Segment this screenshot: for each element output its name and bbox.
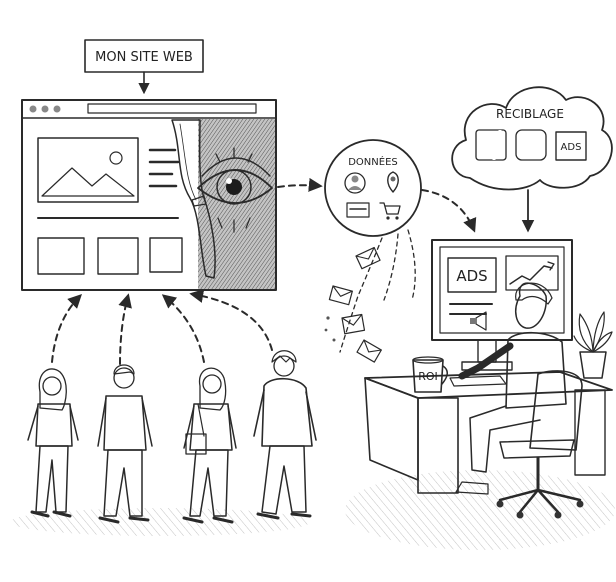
browser-window [21, 99, 277, 291]
window-dot-icon [29, 105, 37, 113]
visitor-woman-bag [182, 367, 237, 524]
mug-label: ROI [418, 370, 438, 383]
potted-plant [573, 311, 613, 379]
retargeting-cloud: RECIBLAGE ADS [451, 86, 613, 233]
payment-card-icon [346, 202, 370, 218]
retargeting-label: RECIBLAGE [496, 107, 564, 121]
visitor-arrows [51, 289, 273, 365]
shopping-cart-icon [379, 202, 401, 220]
facebook-icon [475, 129, 507, 161]
envelope-icon [341, 313, 366, 335]
location-pin-icon [387, 171, 399, 193]
window-dot-icon [41, 105, 49, 113]
desk-monitor: ADS [431, 239, 573, 371]
instagram-icon [515, 129, 547, 161]
growth-chart-icon [505, 255, 559, 291]
envelope-icon [355, 246, 381, 270]
data-stream [324, 229, 416, 363]
cloud-ads-label: ADS [561, 142, 582, 153]
monitor-ads-label: ADS [456, 267, 487, 285]
curtain [171, 119, 216, 279]
marketer-at-desk [455, 282, 567, 495]
envelope-icon [356, 339, 382, 363]
window-dot-icon [53, 105, 61, 113]
image-placeholder-icon [37, 137, 139, 203]
visitor-man-tshirt [97, 364, 153, 524]
visitor-man-hoodie [253, 350, 317, 520]
data-bubble: DONNÉES [324, 139, 422, 237]
user-profile-icon [344, 172, 366, 194]
data-bubble-label: DONNÉES [348, 155, 398, 168]
watching-eye-icon [197, 147, 273, 233]
roi-mug: ROI [412, 356, 448, 393]
envelope-icon [328, 285, 353, 306]
visitor-woman-long-hair [27, 368, 79, 518]
website-visitors [10, 350, 317, 536]
megaphone-icon [470, 311, 487, 331]
website-label-text: MON SITE WEB [95, 50, 193, 65]
address-bar [87, 103, 257, 114]
website-label: MON SITE WEB [84, 39, 204, 95]
desk-scene: ADS ROI [345, 239, 615, 550]
office-chair [496, 370, 584, 519]
keyboard [449, 375, 507, 387]
cloud-ads-badge: ADS [555, 131, 587, 161]
